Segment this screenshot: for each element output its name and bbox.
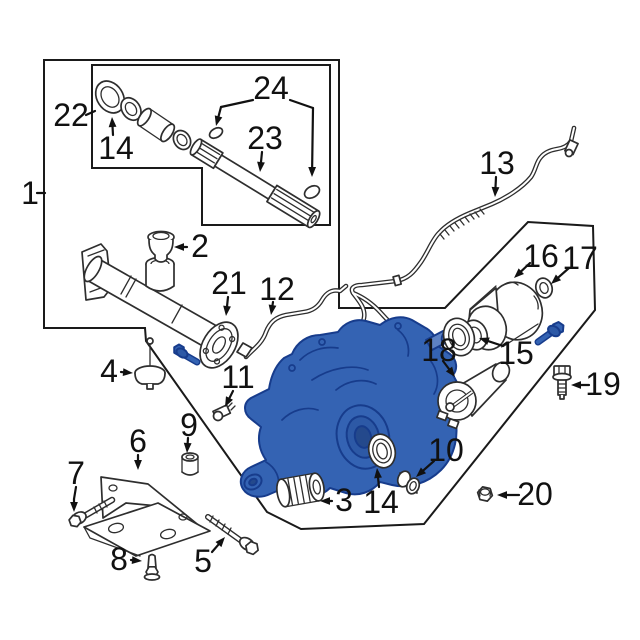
part-21-axle-tube bbox=[81, 243, 239, 369]
callout-number: 20 bbox=[517, 476, 553, 512]
part-6-bracket bbox=[83, 476, 211, 557]
callout-number: 16 bbox=[523, 238, 559, 274]
callout-7: 7 bbox=[67, 455, 85, 512]
part-17-seal bbox=[534, 277, 554, 299]
callout-20: 20 bbox=[497, 476, 553, 512]
part-23-shaft bbox=[189, 138, 321, 229]
part-14-seal-lower bbox=[367, 433, 397, 469]
callout-number: 14 bbox=[363, 484, 399, 520]
callout-10: 10 bbox=[416, 432, 464, 477]
callout-number: 2 bbox=[191, 228, 209, 264]
callout-number: 15 bbox=[498, 335, 534, 371]
callout-number: 5 bbox=[194, 543, 212, 579]
callout-21: 21 bbox=[211, 265, 247, 316]
part-18-actuator bbox=[436, 361, 511, 430]
part-2-bushing bbox=[147, 230, 175, 263]
callout-14: 14 bbox=[98, 117, 134, 166]
callout-number: 3 bbox=[335, 482, 353, 518]
part-11-sensor bbox=[212, 402, 236, 422]
kit-boundary-outline bbox=[43, 59, 597, 531]
part-4-plug bbox=[134, 337, 166, 390]
callout-number: 12 bbox=[259, 271, 295, 307]
callout-number: 17 bbox=[562, 240, 598, 276]
callout-number: 23 bbox=[247, 120, 283, 156]
part-15-seal bbox=[442, 317, 476, 357]
callout-number: 6 bbox=[129, 423, 147, 459]
part-highlight-bolt-left bbox=[173, 343, 201, 366]
callout-number: 11 bbox=[221, 359, 254, 395]
part-5-bolt bbox=[205, 514, 259, 556]
part-differential-housing bbox=[239, 316, 463, 498]
callout-3: 3 bbox=[320, 482, 353, 518]
callout-number: 18 bbox=[421, 332, 457, 368]
callout-number: 19 bbox=[585, 366, 621, 402]
callout-number: 14 bbox=[98, 130, 134, 166]
callout-1: 1 bbox=[21, 175, 47, 211]
callout-5: 5 bbox=[194, 537, 225, 579]
callout-15: 15 bbox=[479, 335, 534, 371]
part-sleeve bbox=[136, 107, 176, 143]
part-22-seal bbox=[94, 80, 142, 122]
callout-2: 2 bbox=[174, 228, 209, 264]
callout-number: 22 bbox=[53, 97, 89, 133]
callout-13: 13 bbox=[479, 145, 515, 197]
callout-number: 4 bbox=[100, 353, 118, 389]
part-24-o-rings bbox=[208, 126, 321, 200]
part-3-bushing bbox=[276, 472, 325, 508]
callout-8: 8 bbox=[110, 541, 142, 577]
part-7-bolt bbox=[68, 496, 116, 528]
callout-number: 9 bbox=[180, 407, 198, 443]
callout-number: 24 bbox=[253, 70, 289, 106]
callout-17: 17 bbox=[551, 240, 598, 284]
part-19-bolt bbox=[552, 365, 572, 400]
callout-number: 21 bbox=[211, 265, 247, 301]
callout-6: 6 bbox=[129, 423, 147, 470]
callout-22: 22 bbox=[53, 97, 97, 133]
part-10-bushing bbox=[396, 470, 421, 495]
callout-number: 7 bbox=[67, 455, 85, 491]
part-20-nut bbox=[476, 486, 494, 502]
callout-19: 19 bbox=[571, 366, 621, 402]
callout-number: 8 bbox=[110, 541, 128, 577]
callout-4: 4 bbox=[100, 353, 133, 389]
callout-18: 18 bbox=[421, 332, 457, 377]
callout-23: 23 bbox=[247, 120, 283, 172]
part-9-bushing bbox=[181, 452, 199, 476]
part-8-bolt bbox=[143, 553, 161, 581]
part-highlight-bolt-right bbox=[534, 321, 565, 346]
callout-number: 13 bbox=[479, 145, 515, 181]
callout-16: 16 bbox=[514, 238, 559, 278]
callout-24: 24 bbox=[214, 70, 317, 177]
part-12-tube bbox=[236, 283, 349, 360]
callout-12: 12 bbox=[259, 271, 295, 315]
callout-11: 11 bbox=[221, 359, 255, 407]
callout-14: 14 bbox=[363, 468, 399, 520]
callout-9: 9 bbox=[180, 407, 198, 453]
part-ring bbox=[172, 129, 192, 151]
callout-number: 1 bbox=[21, 175, 39, 211]
callout-number: 10 bbox=[428, 432, 464, 468]
